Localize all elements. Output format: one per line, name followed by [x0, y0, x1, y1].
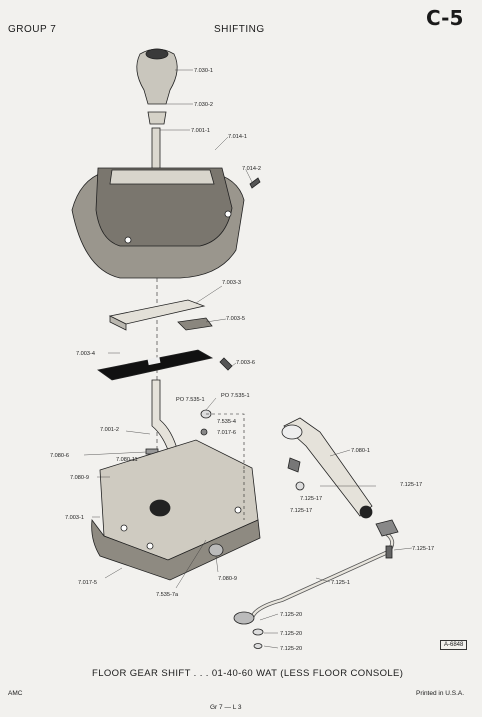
- label-7080-1: 7.080-1: [351, 448, 370, 454]
- label-po7535-1a: PO 7.535-1: [176, 397, 205, 403]
- label-7125-17a: 7.125-17: [300, 496, 322, 502]
- label-7030-1: 7.030-1: [194, 68, 213, 74]
- label-7014-2: 7.014-2: [242, 166, 261, 172]
- label-7125-17b: 7.125-17: [290, 508, 312, 514]
- label-7535-7a: 7.535-7a: [156, 592, 179, 598]
- label-7003-4: 7.003-4: [76, 351, 95, 357]
- label-7125-1: 7.125-1: [331, 580, 350, 586]
- label-7125-20a: 7.125-20: [280, 612, 302, 618]
- label-7014-1: 7.014-1: [228, 134, 247, 140]
- label-7125-20b: 7.125-20: [280, 631, 302, 637]
- label-7001-1: 7.001-1: [191, 128, 210, 134]
- label-7125-20c: 7.125-20: [280, 646, 302, 652]
- label-7030-2: 7.030-2: [194, 102, 213, 108]
- group-label: GROUP 7: [8, 24, 57, 35]
- label-7080-9b: 7.080-9: [218, 576, 237, 582]
- label-7001-2: 7.001-2: [100, 427, 119, 433]
- reference-number: A-6848: [440, 640, 468, 650]
- footer-left: AMC: [8, 690, 23, 697]
- label-7017-5: 7.017-5: [78, 580, 97, 586]
- footer-right: Printed in U.S.A.: [416, 690, 465, 697]
- label-7080-9a: 7.080-9: [70, 475, 89, 481]
- page-code: C-5: [426, 6, 464, 30]
- label-7017-6: 7.017-6: [217, 430, 236, 436]
- label-7125-17c: 7.125-17: [400, 482, 422, 488]
- footer-center: Gr 7 — L 3: [210, 704, 242, 711]
- label-7003-3: 7.003-3: [222, 280, 241, 286]
- shift-knob: [136, 48, 178, 105]
- section-title: SHIFTING: [214, 24, 265, 35]
- label-7125-17d: 7.125-17: [412, 546, 434, 552]
- shift-boot: [71, 167, 245, 279]
- label-7003-6: 7.003-6: [236, 360, 255, 366]
- label-7080-6: 7.080-6: [50, 453, 69, 459]
- label-7003-1: 7.003-1: [65, 515, 84, 521]
- label-po7535-1b: PO 7.535-1: [221, 393, 250, 399]
- label-7080-11: 7.080-11: [116, 457, 138, 463]
- label-7535-4: 7.535-4: [217, 419, 236, 425]
- shifter-housing: [91, 439, 261, 581]
- label-7003-5: 7.003-5: [226, 316, 245, 322]
- figure-caption: FLOOR GEAR SHIFT . . . 01-40-60 WAT (LES…: [92, 668, 404, 679]
